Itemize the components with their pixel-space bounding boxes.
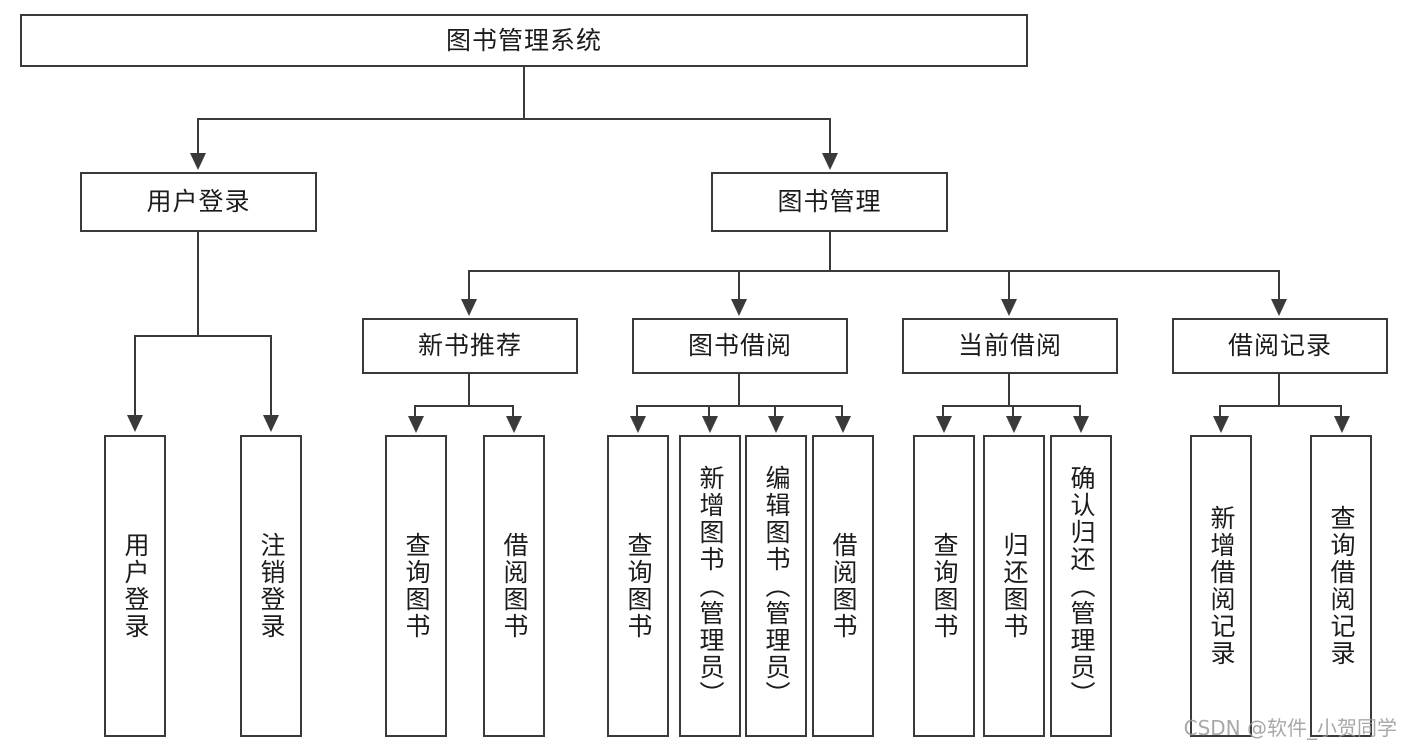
connector-bb-to-leaf-4 — [841, 405, 843, 418]
arrowhead-user-login — [190, 153, 206, 170]
node-book-borrow[interactable]: 图书借阅 — [632, 318, 848, 374]
arrowhead-book-management — [822, 153, 838, 170]
connector-nb-to-leaf-1 — [414, 405, 416, 418]
arrowhead-leaf-add-record — [1213, 416, 1229, 433]
node-book-borrow-label: 图书借阅 — [687, 331, 792, 361]
node-leaf-query-book-new-label: 查询图书 — [402, 532, 431, 640]
node-leaf-borrow-book[interactable]: 借阅图书 — [812, 435, 874, 737]
node-leaf-logout[interactable]: 注销登录 — [240, 435, 302, 737]
node-leaf-query-book-current-label: 查询图书 — [930, 532, 959, 640]
arrowhead-borrow-record — [1271, 299, 1287, 316]
arrowhead-leaf-return-book — [1006, 416, 1022, 433]
node-leaf-borrow-book-new-label: 借阅图书 — [500, 532, 529, 640]
connector-bm-to-book-borrow — [738, 270, 740, 301]
node-root[interactable]: 图书管理系统 — [20, 14, 1028, 67]
connector-current-borrow-stem — [1008, 374, 1010, 405]
node-user-login[interactable]: 用户登录 — [80, 172, 317, 232]
arrowhead-leaf-query-book-new — [408, 416, 424, 433]
node-current-borrow-label: 当前借阅 — [957, 331, 1062, 361]
connector-book-borrow-stem — [738, 374, 740, 405]
connector-root-stem — [523, 67, 525, 118]
connector-new-book-bus — [414, 405, 514, 407]
node-leaf-user-login[interactable]: 用户登录 — [104, 435, 166, 737]
connector-bb-to-leaf-3 — [774, 405, 776, 418]
node-leaf-borrow-book-new[interactable]: 借阅图书 — [483, 435, 545, 737]
connector-user-login-to-leaf-2 — [270, 335, 272, 417]
node-leaf-confirm-return-label: 确认归还（管理员） — [1067, 464, 1096, 708]
connector-cb-to-leaf-2 — [1012, 405, 1014, 418]
node-current-borrow[interactable]: 当前借阅 — [902, 318, 1118, 374]
connector-bm-to-borrow-record — [1278, 270, 1280, 301]
connector-user-login-bus — [134, 335, 271, 337]
connector-bm-to-new-book — [468, 270, 470, 301]
arrowhead-book-borrow — [731, 299, 747, 316]
arrowhead-leaf-query-record — [1334, 416, 1350, 433]
connector-bb-to-leaf-1 — [636, 405, 638, 418]
node-leaf-return-book-label: 归还图书 — [1000, 532, 1029, 640]
node-leaf-add-record-label: 新增借阅记录 — [1207, 505, 1236, 667]
node-new-book-recommend-label: 新书推荐 — [417, 331, 522, 361]
node-leaf-query-book-label: 查询图书 — [624, 532, 653, 640]
arrowhead-leaf-add-book-admin — [702, 416, 718, 433]
connector-cb-to-leaf-1 — [942, 405, 944, 418]
node-leaf-add-book-admin-label: 新增图书（管理员） — [696, 464, 725, 708]
connector-cb-to-leaf-3 — [1079, 405, 1081, 418]
connector-borrow-record-bus — [1219, 405, 1341, 407]
arrowhead-leaf-borrow-book — [835, 416, 851, 433]
node-leaf-query-book-current[interactable]: 查询图书 — [913, 435, 975, 737]
node-book-management-label: 图书管理 — [777, 187, 882, 217]
connector-user-login-to-leaf-1 — [134, 335, 136, 417]
node-leaf-borrow-book-label: 借阅图书 — [829, 532, 858, 640]
connector-book-borrow-bus — [636, 405, 843, 407]
arrowhead-leaf-borrow-book-new — [506, 416, 522, 433]
node-leaf-query-book[interactable]: 查询图书 — [607, 435, 669, 737]
node-leaf-confirm-return[interactable]: 确认归还（管理员） — [1050, 435, 1112, 737]
node-borrow-record[interactable]: 借阅记录 — [1172, 318, 1388, 374]
connector-new-book-stem — [468, 374, 470, 405]
connector-book-management-stem — [829, 232, 831, 270]
connector-br-to-leaf-1 — [1219, 405, 1221, 418]
node-leaf-query-book-new[interactable]: 查询图书 — [385, 435, 447, 737]
connector-borrow-record-stem — [1278, 374, 1280, 405]
connector-bm-to-current-borrow — [1008, 270, 1010, 301]
node-borrow-record-label: 借阅记录 — [1227, 331, 1332, 361]
connector-br-to-leaf-2 — [1340, 405, 1342, 418]
connector-book-management-bus — [468, 270, 1280, 272]
node-leaf-edit-book-admin[interactable]: 编辑图书（管理员） — [745, 435, 807, 737]
node-leaf-query-record-label: 查询借阅记录 — [1327, 505, 1356, 667]
arrowhead-current-borrow — [1001, 299, 1017, 316]
connector-current-borrow-bus — [942, 405, 1080, 407]
arrowhead-new-book-recommend — [461, 299, 477, 316]
connector-bb-to-leaf-2 — [708, 405, 710, 418]
node-root-label: 图书管理系统 — [445, 25, 602, 55]
node-leaf-edit-book-admin-label: 编辑图书（管理员） — [762, 464, 791, 708]
connector-user-login-stem — [197, 232, 199, 335]
connector-nb-to-leaf-2 — [512, 405, 514, 418]
arrowhead-leaf-query-book — [630, 416, 646, 433]
arrowhead-leaf-confirm-return — [1073, 416, 1089, 433]
arrowhead-leaf-edit-book-admin — [768, 416, 784, 433]
node-leaf-add-record[interactable]: 新增借阅记录 — [1190, 435, 1252, 737]
node-leaf-add-book-admin[interactable]: 新增图书（管理员） — [679, 435, 741, 737]
arrowhead-leaf-query-book-current — [936, 416, 952, 433]
arrowhead-leaf-user-login — [127, 415, 143, 432]
node-leaf-user-login-label: 用户登录 — [121, 532, 150, 640]
watermark-text: CSDN @软件_小贺同学 — [1183, 716, 1397, 740]
connector-root-bus — [197, 118, 830, 120]
node-leaf-query-record[interactable]: 查询借阅记录 — [1310, 435, 1372, 737]
node-book-management[interactable]: 图书管理 — [711, 172, 948, 232]
connector-root-to-user-login — [197, 118, 199, 156]
node-leaf-logout-label: 注销登录 — [257, 532, 286, 640]
connector-root-to-book-management — [829, 118, 831, 156]
node-leaf-return-book[interactable]: 归还图书 — [983, 435, 1045, 737]
node-user-login-label: 用户登录 — [146, 187, 251, 217]
arrowhead-leaf-logout — [263, 415, 279, 432]
node-new-book-recommend[interactable]: 新书推荐 — [362, 318, 578, 374]
